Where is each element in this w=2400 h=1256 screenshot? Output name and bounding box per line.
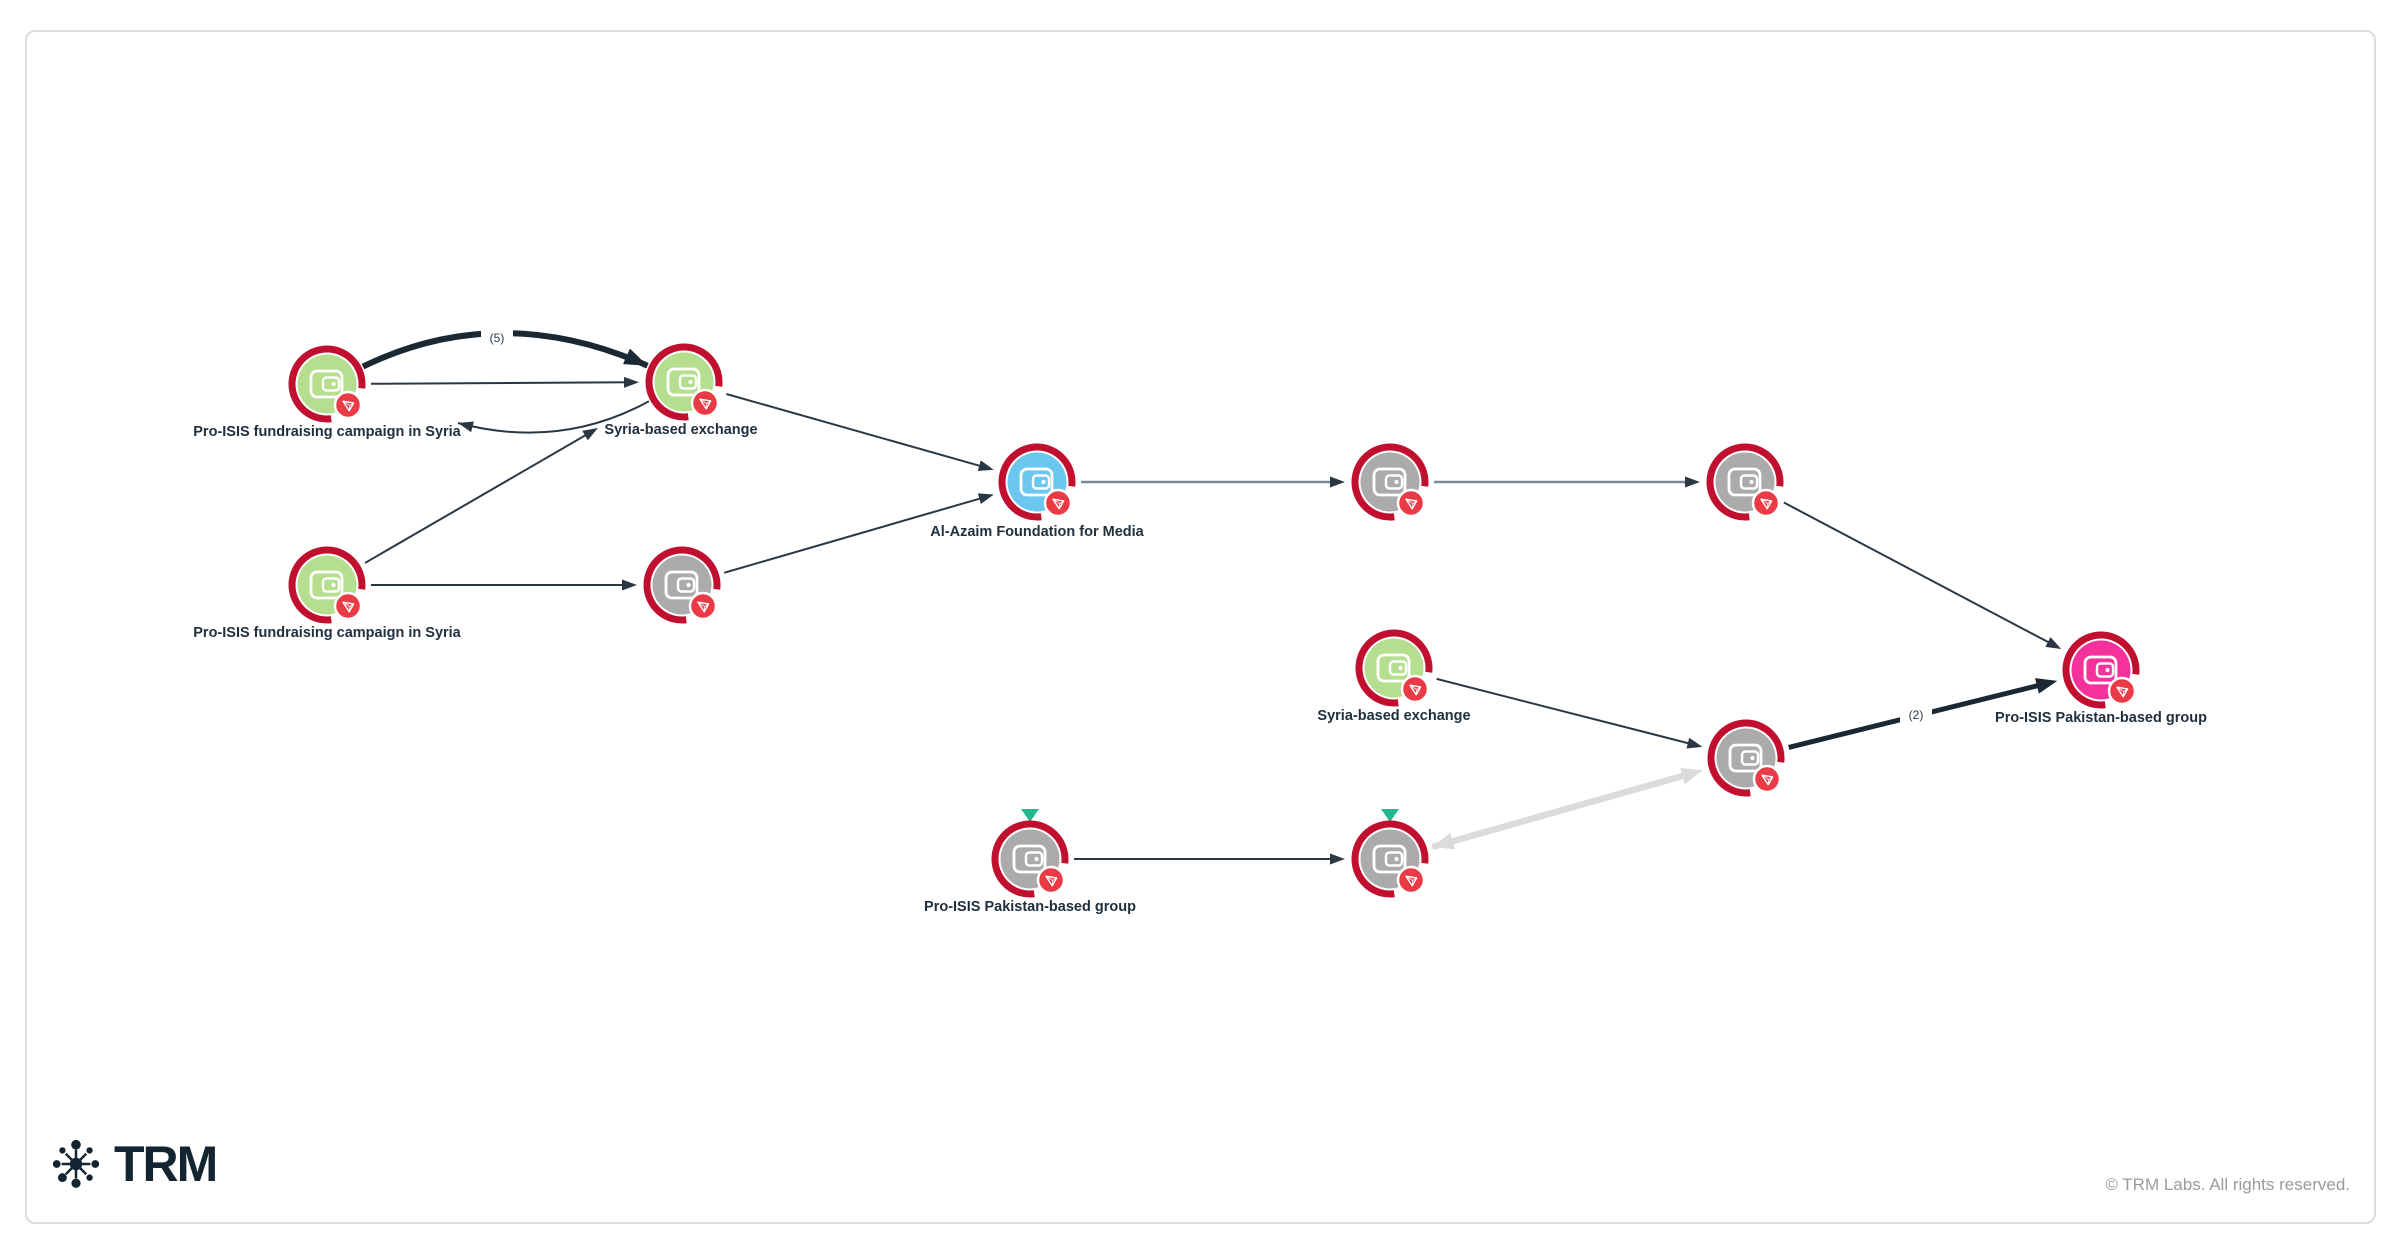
tron-icon	[1760, 498, 1773, 510]
nodes-layer	[288, 343, 2140, 898]
wallet-icon	[309, 570, 344, 600]
wallet-icon	[1728, 743, 1763, 773]
risk-ring	[1355, 629, 1433, 707]
tron-badge	[1396, 865, 1426, 895]
risk-ring	[1706, 443, 1784, 521]
graph-edge-e6[interactable]	[726, 393, 994, 471]
node-label: Pro-ISIS Pakistan-based group	[924, 899, 1136, 915]
tron-badge	[688, 591, 718, 621]
edge-label: (5)	[481, 329, 513, 347]
wallet-icon	[1727, 467, 1762, 497]
tron-icon	[2116, 686, 2129, 698]
risk-ring	[645, 343, 723, 421]
wallet-icon	[664, 570, 699, 600]
graph-node-n1[interactable]	[288, 345, 366, 423]
graph-node-n3[interactable]	[288, 546, 366, 624]
edges-layer	[361, 330, 2062, 865]
tron-badge	[1752, 764, 1782, 794]
graph-edge-e2[interactable]	[370, 376, 640, 388]
svg-text:(2): (2)	[1909, 708, 1924, 722]
wallet-icon	[1372, 467, 1407, 497]
risk-ring	[998, 443, 1076, 521]
graph-node-n7[interactable]	[1706, 443, 1784, 521]
tron-icon	[1761, 774, 1774, 786]
node-label: Al-Azaim Foundation for Media	[930, 524, 1144, 540]
node-label: Syria-based exchange	[1317, 708, 1470, 724]
wallet-icon	[1019, 467, 1054, 497]
risk-ring	[2062, 631, 2140, 709]
flag-triangle-icon	[1021, 809, 1039, 822]
graph-edge-e4[interactable]	[364, 428, 598, 564]
risk-ring	[643, 546, 721, 624]
tron-icon	[1045, 875, 1058, 887]
tron-badge	[2107, 676, 2137, 706]
tron-icon	[342, 601, 355, 613]
node-label: Syria-based exchange	[604, 422, 757, 438]
trm-logo: TRM	[50, 1136, 218, 1192]
flag-triangle-icon	[1381, 809, 1399, 822]
tron-icon	[1409, 684, 1422, 696]
graph-node-n8[interactable]	[1355, 629, 1433, 707]
trm-logo-text: TRM	[114, 1136, 218, 1192]
risk-ring	[288, 345, 366, 423]
tron-badge	[1751, 488, 1781, 518]
graph-node-n11[interactable]	[1351, 809, 1429, 898]
copyright-text: © TRM Labs. All rights reserved.	[2105, 1175, 2350, 1194]
wallet-icon	[1372, 844, 1407, 874]
tron-icon	[1052, 498, 1065, 510]
svg-text:(5): (5)	[490, 331, 505, 345]
risk-ring	[1351, 443, 1429, 521]
graph-node-n12[interactable]	[2062, 631, 2140, 709]
risk-ring	[1707, 719, 1785, 797]
node-label: Pro-ISIS Pakistan-based group	[1995, 710, 2207, 726]
graph-node-n9[interactable]	[1707, 719, 1785, 797]
graph-node-n4[interactable]	[643, 546, 721, 624]
risk-ring	[288, 546, 366, 624]
edge-label: (2)	[1900, 706, 1932, 724]
tron-icon	[1405, 498, 1418, 510]
graph-node-n6[interactable]	[1351, 443, 1429, 521]
graph-node-n10[interactable]	[991, 809, 1069, 898]
tron-icon	[697, 601, 710, 613]
graph-edge-e11[interactable]	[1436, 677, 1703, 749]
wallet-icon	[309, 369, 344, 399]
graph-node-n2[interactable]	[645, 343, 723, 421]
node-label: Pro-ISIS fundraising campaign in Syria	[193, 424, 461, 440]
graph-edge-e5[interactable]	[371, 579, 637, 591]
graph-edge-e14[interactable]	[1431, 767, 1703, 851]
tron-badge	[333, 390, 363, 420]
graph-edge-e9[interactable]	[1434, 476, 1700, 488]
node-label: Pro-ISIS fundraising campaign in Syria	[193, 625, 461, 641]
graph-edge-e10[interactable]	[1783, 501, 2062, 649]
risk-ring	[1351, 820, 1429, 898]
tron-icon	[342, 400, 355, 412]
canvas-frame	[25, 30, 2376, 1224]
graph-node-n5[interactable]	[998, 443, 1076, 521]
wallet-icon	[1012, 844, 1047, 874]
risk-ring	[991, 820, 1069, 898]
graph-edge-e8[interactable]	[1081, 476, 1345, 488]
tron-icon	[699, 398, 712, 410]
graph-edge-e13[interactable]	[1074, 853, 1345, 865]
tron-badge	[1036, 865, 1066, 895]
tron-badge	[1400, 674, 1430, 704]
tron-badge	[690, 388, 720, 418]
graph-edge-e3[interactable]	[457, 400, 650, 434]
tron-icon	[1405, 875, 1418, 887]
graph-edge-e7[interactable]	[723, 493, 994, 574]
tron-badge	[1396, 488, 1426, 518]
wallet-icon	[1376, 653, 1411, 683]
wallet-icon	[666, 367, 701, 397]
tron-badge	[333, 591, 363, 621]
wallet-icon	[2083, 655, 2118, 685]
tron-badge	[1043, 488, 1073, 518]
trm-network-icon	[52, 1139, 100, 1188]
